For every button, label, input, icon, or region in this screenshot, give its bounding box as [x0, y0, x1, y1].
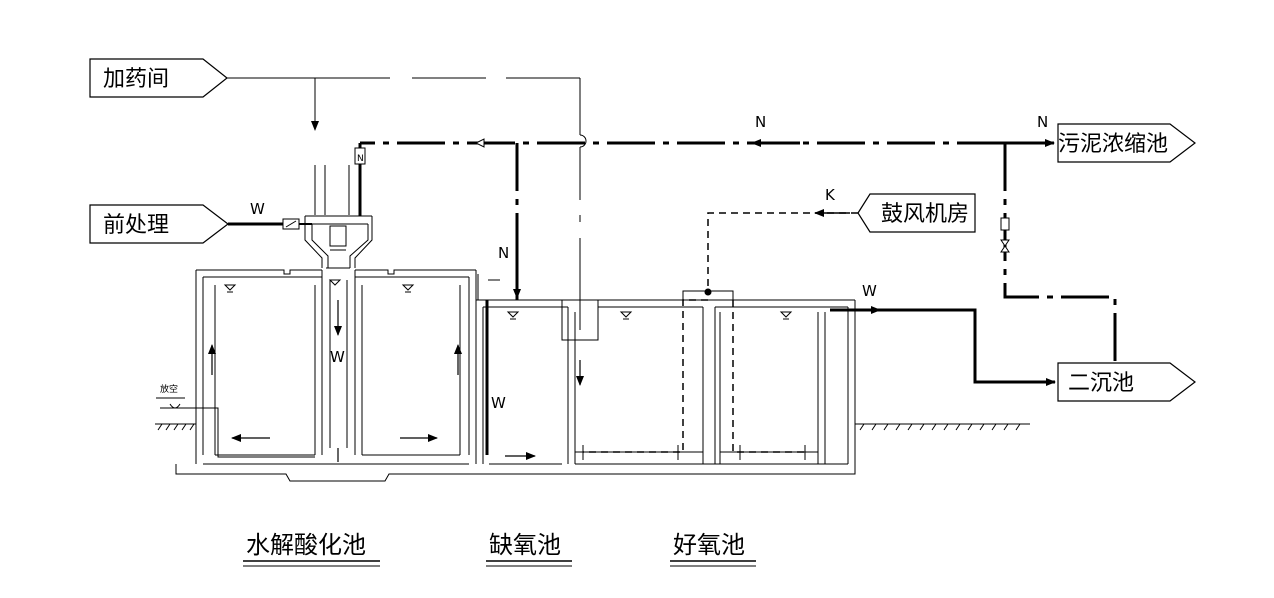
dosing-lines	[227, 77, 587, 330]
aerobic-tank	[575, 288, 856, 465]
flow-letter-n-mid: N	[755, 113, 766, 131]
flow-letter-n-down: N	[498, 244, 509, 262]
drain-pipe: 放空	[156, 383, 315, 458]
blower-room-tag: 鼓风机房	[857, 193, 976, 233]
air-line: K	[582, 186, 858, 460]
blower-room-label: 鼓风机房	[881, 202, 969, 227]
flow-letter-w-hydro: W	[330, 348, 345, 366]
tank-titles: 水解酸化池 缺氧池 好氧池	[243, 531, 756, 567]
flow-letter-n-sludge: N	[1037, 113, 1048, 131]
anoxic-internal-pipe: W W	[330, 300, 506, 455]
title-anoxic: 缺氧池	[489, 531, 561, 559]
sludge-thickener-label: 污泥浓缩池	[1058, 132, 1168, 157]
secondary-clarifier-tag: 二沉池	[1057, 362, 1196, 402]
return-line: N N N N	[354, 113, 1117, 363]
anoxic-tank	[476, 274, 855, 465]
pretreatment-label: 前处理	[103, 213, 169, 238]
hydrolysis-tank	[175, 269, 856, 482]
dosing-room-label: 加药间	[103, 67, 169, 92]
distribution-well	[304, 215, 373, 269]
pretreatment-inflow: W	[228, 200, 312, 230]
outflow-line: W	[830, 282, 1056, 386]
flow-letter-k: K	[825, 186, 836, 204]
internal-arrows	[208, 300, 584, 462]
flow-letter-w-pretreat: W	[250, 200, 265, 218]
sludge-thickener-tag: 污泥浓缩池	[1057, 123, 1196, 163]
title-hydrolysis: 水解酸化池	[246, 531, 366, 559]
flow-letter-n-valve: N	[357, 154, 364, 164]
title-aerobic: 好氧池	[673, 531, 745, 559]
dosing-room-tag: 加药间	[89, 58, 228, 98]
pretreatment-tag: 前处理	[89, 204, 229, 244]
flow-letter-w-anoxic: W	[491, 394, 506, 412]
ground-line	[155, 423, 1030, 431]
water-level-marks	[223, 279, 793, 320]
flow-letter-w-out: W	[862, 282, 877, 300]
secondary-clarifier-label: 二沉池	[1068, 371, 1134, 396]
drain-label: 放空	[160, 383, 178, 395]
